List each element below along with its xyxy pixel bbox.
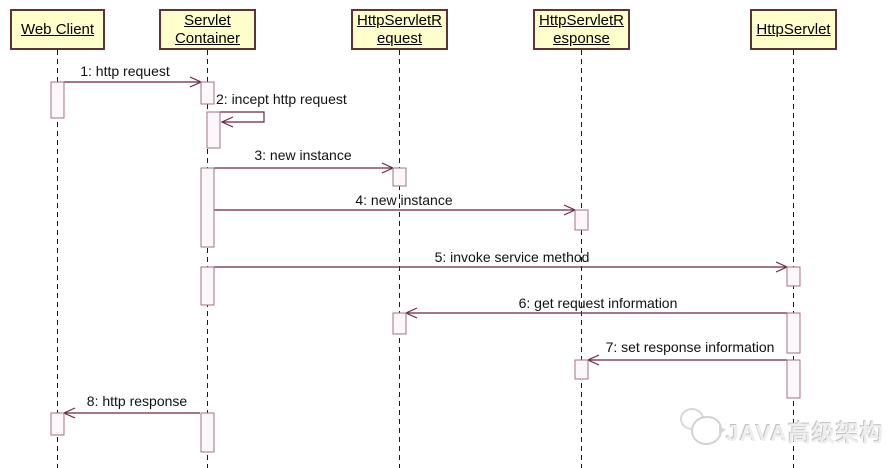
watermark-logo-beak bbox=[719, 426, 726, 434]
message-label-4: 4: new instance bbox=[355, 192, 453, 208]
activation-servlet-container-3 bbox=[200, 167, 215, 248]
actor-box-servlet-container: Servlet Container bbox=[159, 9, 256, 50]
activation-servlet-container-5 bbox=[200, 412, 215, 453]
message-label-3: 3: new instance bbox=[254, 147, 352, 163]
actor-label-http-servlet-response: HttpServletR esponse bbox=[538, 11, 625, 47]
activation-http-servlet-request-1 bbox=[392, 167, 407, 187]
activation-http-servlet-response-1 bbox=[574, 209, 589, 231]
activation-http-servlet-1 bbox=[786, 266, 801, 287]
message-label-5: 5: invoke service method bbox=[434, 249, 590, 265]
actor-box-http-servlet-request: HttpServletR equest bbox=[351, 9, 448, 50]
actor-box-http-servlet-response: HttpServletR esponse bbox=[533, 9, 630, 50]
activation-web-client-1 bbox=[50, 81, 65, 119]
activation-servlet-container-1 bbox=[200, 81, 215, 105]
activation-servlet-container-2-nested bbox=[206, 111, 221, 149]
activation-http-servlet-response-2 bbox=[574, 359, 589, 380]
activation-http-servlet-request-2 bbox=[392, 312, 407, 335]
actor-label-web-client: Web Client bbox=[20, 20, 95, 38]
actor-box-web-client: Web Client bbox=[10, 9, 105, 50]
message-label-1: 1: http request bbox=[80, 63, 170, 79]
activation-http-servlet-2 bbox=[786, 312, 801, 354]
watermark-logo-icon bbox=[678, 406, 726, 448]
watermark-text: JAVA高级架构 bbox=[726, 420, 884, 446]
activation-http-servlet-3 bbox=[786, 359, 801, 399]
actor-label-http-servlet: HttpServlet bbox=[756, 20, 831, 38]
watermark-logo-front-circle bbox=[691, 416, 722, 445]
message-label-7: 7: set response information bbox=[605, 339, 775, 355]
actor-label-http-servlet-request: HttpServletR equest bbox=[356, 11, 443, 47]
message-label-6: 6: get request information bbox=[518, 295, 678, 311]
actor-box-http-servlet: HttpServlet bbox=[750, 9, 837, 50]
activation-servlet-container-4 bbox=[200, 266, 215, 306]
message-line-2-self-incept bbox=[220, 111, 265, 123]
arrowhead-message-2 bbox=[220, 116, 234, 128]
message-label-2: 2: incept http request bbox=[216, 91, 347, 107]
message-label-8: 8: http response bbox=[86, 393, 188, 409]
activation-web-client-2 bbox=[50, 412, 65, 436]
actor-label-servlet-container: Servlet Container bbox=[174, 11, 241, 47]
